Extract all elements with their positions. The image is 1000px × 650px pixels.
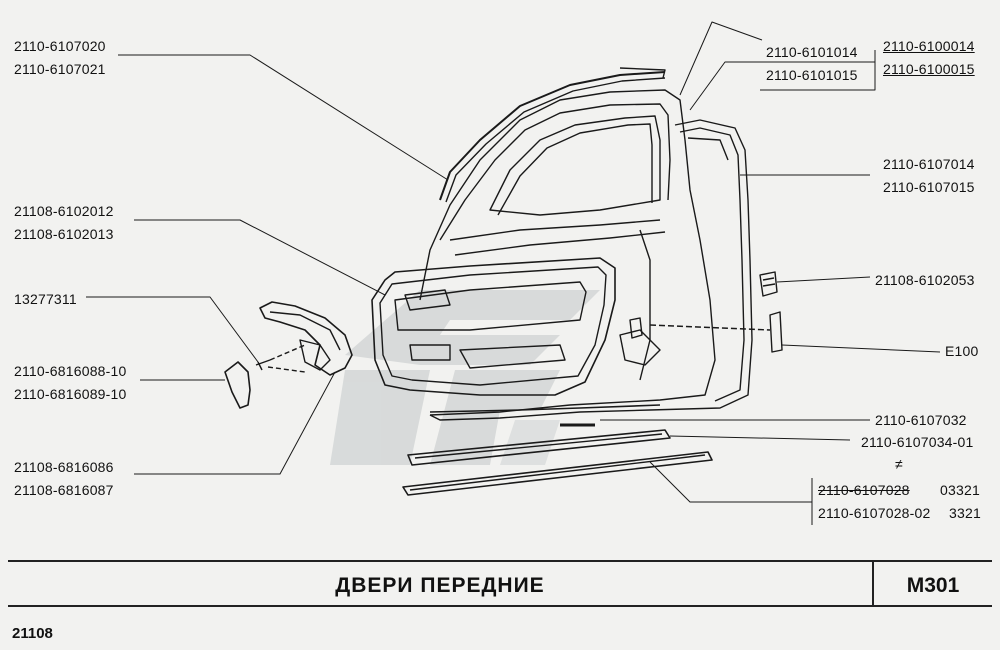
label-outer-strip-a-ref: 03321 <box>940 482 980 498</box>
label-door-assembly-2: 2110-6100015 <box>883 61 975 77</box>
screw <box>255 359 271 371</box>
page-title: ДВЕРИ ПЕРЕДНИЕ <box>335 574 545 597</box>
door-seal <box>429 119 753 421</box>
inner-window-strip <box>407 429 671 466</box>
label-trim-panel-1: 21108-6102012 <box>14 203 114 219</box>
title-bar: ДВЕРИ ПЕРЕДНИЕ M301 <box>8 560 992 607</box>
label-armrest-cap-1: 2110-6816088-10 <box>14 363 127 379</box>
lower-seal <box>429 404 661 413</box>
armrest <box>259 301 353 376</box>
door-shell <box>419 89 716 416</box>
label-clip: 21108-6102053 <box>875 272 975 288</box>
label-door-seal-1: 2110-6107014 <box>883 156 975 172</box>
clip <box>759 271 778 297</box>
model-number: 21108 <box>12 625 53 642</box>
label-armrest-2: 21108-6816087 <box>14 482 114 498</box>
label-door-frame-2: 2110-6101015 <box>766 67 858 83</box>
title-divider <box>872 562 874 605</box>
socket <box>769 311 783 353</box>
label-door-seal-2: 2110-6107015 <box>883 179 975 195</box>
label-armrest-1: 21108-6816086 <box>14 459 114 475</box>
label-outer-strip-b-code: 2110-6107028-02 <box>818 505 931 521</box>
label-outer-strip-a-code: 2110-6107028 <box>818 482 910 498</box>
label-inner-strip: 2110-6107034-01 <box>861 434 974 450</box>
label-glass-run-1: 2110-6107020 <box>14 38 106 54</box>
label-door-assembly-1: 2110-6100014 <box>883 38 975 54</box>
label-trim-panel-2: 21108-6102013 <box>14 226 114 242</box>
label-screw: 13277311 <box>14 291 77 307</box>
label-door-frame-1: 2110-6101014 <box>766 44 858 60</box>
sheet-code: M301 <box>906 574 960 597</box>
label-not-equal: ≠ <box>895 456 903 472</box>
label-armrest-cap-2: 2110-6816089-10 <box>14 386 127 402</box>
glass-run-channel <box>439 71 666 201</box>
outer-window-strip <box>402 451 713 496</box>
label-glass-run-2: 2110-6107021 <box>14 61 106 77</box>
trim-panel <box>371 257 616 396</box>
label-lower-seal: 2110-6107032 <box>875 412 967 428</box>
armrest-cap <box>224 361 251 409</box>
label-socket: E100 <box>945 343 979 359</box>
label-outer-strip-b-ref: 3321 <box>949 505 981 521</box>
